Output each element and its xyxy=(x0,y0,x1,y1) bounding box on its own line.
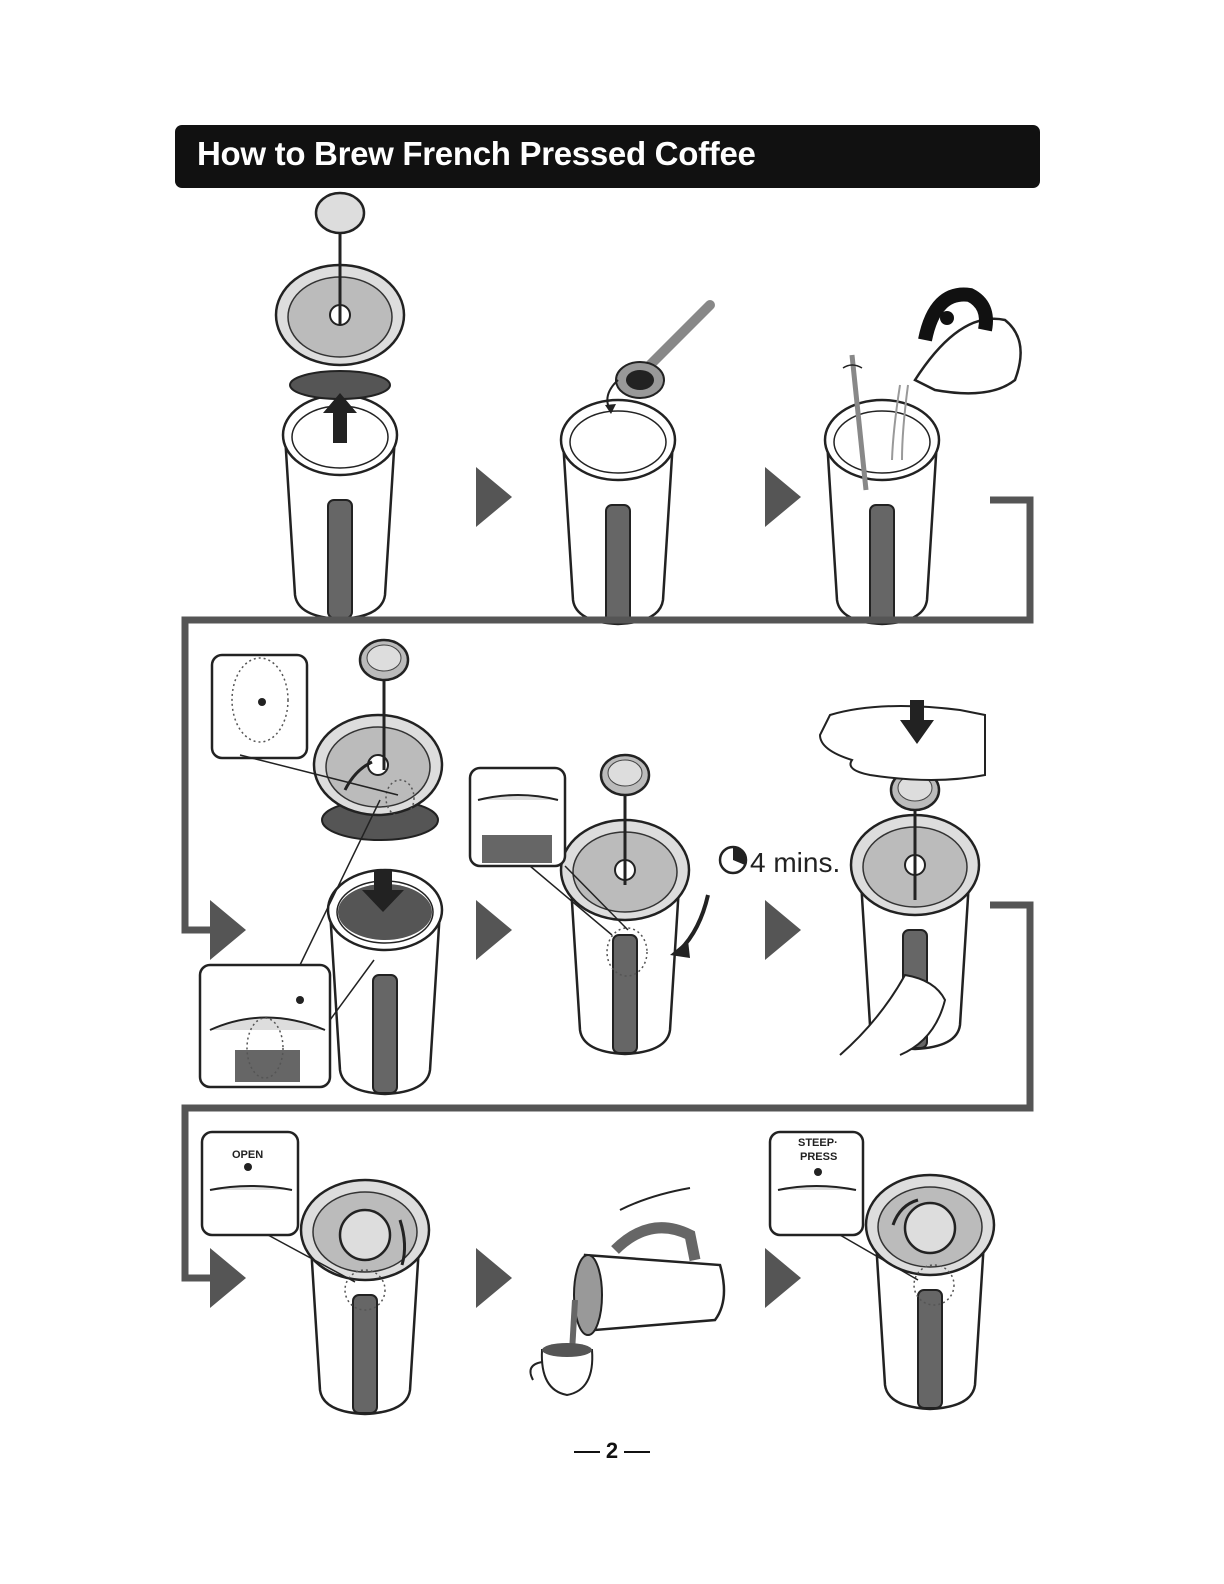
open-label: OPEN xyxy=(232,1149,263,1161)
next-arrow xyxy=(765,900,801,960)
page-number: 2 xyxy=(0,1438,1224,1464)
timer-label: 4 mins. xyxy=(750,847,840,878)
page-number-dash xyxy=(624,1451,650,1453)
step-8-pour-coffee xyxy=(530,1188,724,1395)
step-5-rotate-lid: 4 mins. xyxy=(470,755,840,1054)
next-arrow xyxy=(476,1248,512,1308)
page-number-dash xyxy=(574,1451,600,1453)
flow-arrow xyxy=(210,1248,246,1308)
step-1-remove-lid xyxy=(276,193,404,619)
steep-label: STEEP· xyxy=(798,1137,838,1149)
step-3-pour-water xyxy=(825,295,1021,624)
flow-arrow xyxy=(210,900,246,960)
step-9-rotate-back: STEEP· PRESS xyxy=(770,1132,994,1409)
next-arrow xyxy=(765,467,801,527)
step-4-set-lid-steep xyxy=(200,640,442,1094)
step-6-press-plunger xyxy=(820,700,985,1055)
page-number-value: 2 xyxy=(606,1438,618,1463)
press-label: PRESS xyxy=(800,1151,837,1163)
next-arrow xyxy=(765,1248,801,1308)
next-arrow xyxy=(476,900,512,960)
step-2-add-coffee xyxy=(561,305,710,624)
next-arrow xyxy=(476,467,512,527)
